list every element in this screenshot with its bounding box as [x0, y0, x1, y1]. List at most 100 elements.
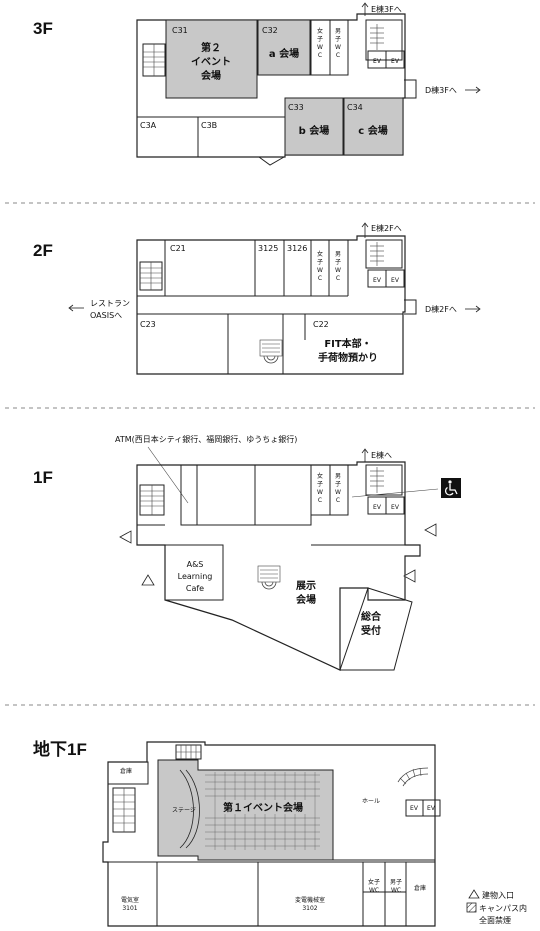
- legend-nosmoke: キャンパス内: [479, 903, 527, 913]
- stairs-right: [365, 239, 403, 269]
- arrow-left-label: OASISへ: [90, 311, 122, 320]
- floor-outline: [136, 235, 406, 375]
- floor-2f: 2F C21: [33, 222, 481, 375]
- floor-label-1f: 1F: [33, 468, 53, 487]
- svg-text:子: 子: [335, 481, 341, 488]
- svg-text:W: W: [317, 489, 323, 496]
- spiral-stairs-icon: [397, 767, 429, 787]
- stairs-icon: [140, 485, 164, 515]
- svg-text:男: 男: [335, 251, 341, 258]
- elevator-label: EV: [427, 805, 436, 812]
- elevator-label: EV: [410, 805, 419, 812]
- arrow-up-icon: [361, 2, 369, 16]
- elevator-label: EV: [391, 504, 400, 511]
- room-label: 会場: [296, 593, 316, 606]
- entrance-triangle-icon: [141, 574, 155, 586]
- svg-text:C: C: [336, 52, 340, 59]
- stairs-icon: [113, 788, 135, 832]
- entrance-notch: [258, 156, 285, 166]
- floor-3f: 3F C31 第２ イベント 会場 C32: [33, 2, 481, 166]
- svg-text:W: W: [335, 44, 341, 51]
- room-label: C32: [262, 26, 278, 35]
- svg-text:W: W: [335, 267, 341, 274]
- room-label: C34: [347, 103, 363, 112]
- stairs-icon: [140, 262, 162, 290]
- arrow-up-label: E棟へ: [371, 450, 392, 460]
- entrance-triangle-icon: [424, 523, 437, 537]
- elevator-label: EV: [373, 58, 382, 65]
- svg-text:C: C: [336, 275, 340, 282]
- arrow-left-label: レストラン: [90, 299, 130, 308]
- room-label: FIT本部・: [324, 337, 371, 350]
- room-label: C31: [172, 26, 188, 35]
- wc-men-label: 男 子 W C: [335, 28, 341, 59]
- room: [196, 464, 256, 526]
- stairs-icon: [176, 745, 201, 759]
- legend: 建物入口 キャンパス内 全面禁煙: [466, 889, 527, 925]
- room-reception: [339, 587, 413, 671]
- room-label: ホール: [362, 798, 380, 805]
- room-label: C33: [288, 103, 304, 112]
- room-label: ステージ: [172, 807, 196, 814]
- room-label: A&S: [187, 560, 204, 569]
- entrance-triangle-icon: [468, 889, 480, 899]
- corridor-link: [404, 79, 417, 99]
- room-label: 3125: [258, 244, 278, 253]
- spiral-stairs-icon: [259, 339, 283, 364]
- no-smoking-icon: [466, 902, 477, 913]
- room-label: 変電機械室: [295, 896, 325, 904]
- svg-text:女: 女: [317, 250, 323, 258]
- floor-label-3f: 3F: [33, 19, 53, 38]
- entrance-triangle-icon: [119, 530, 132, 544]
- room: [254, 464, 312, 526]
- label-backdrop: [218, 800, 308, 814]
- room-label: C23: [140, 320, 156, 329]
- wc-men-label: 男子: [390, 879, 402, 886]
- room-label: 電気室: [121, 896, 139, 904]
- elevator-label: EV: [373, 277, 382, 284]
- room-label: Cafe: [186, 584, 204, 593]
- arrow-up-icon: [361, 222, 369, 238]
- wc-women-label: 女子: [368, 878, 380, 886]
- room-label: 総合: [361, 610, 382, 623]
- svg-text:子: 子: [335, 259, 341, 266]
- arrow-right-icon: [465, 86, 481, 94]
- floor-1f: 1F ATM(西日本シティ銀行、福岡銀行、ゆうちょ銀行): [33, 434, 461, 671]
- elevator-label: EV: [373, 504, 382, 511]
- stage-curve: [179, 769, 194, 849]
- room-c34: [343, 97, 404, 156]
- entrance-triangle-icon: [403, 569, 416, 583]
- svg-text:W: W: [335, 489, 341, 496]
- svg-text:C: C: [318, 275, 322, 282]
- svg-text:子: 子: [335, 36, 341, 43]
- floor-label-2f: 2F: [33, 241, 53, 260]
- room-c33: [284, 97, 344, 156]
- arrow-up-label: E棟2Fへ: [371, 223, 402, 233]
- elevator-label: EV: [391, 277, 400, 284]
- svg-text:C: C: [318, 52, 322, 59]
- room-label: a 会場: [269, 47, 299, 60]
- room-c31: [165, 19, 258, 99]
- wc-women-label: 女 子 W C: [317, 472, 323, 504]
- room-c32: [257, 19, 311, 76]
- room-label: 倉庫: [414, 884, 426, 892]
- arrow-left-icon: [68, 304, 84, 312]
- wc-men-label: 男 子 W C: [335, 473, 341, 504]
- room-label: 手荷物預かり: [318, 351, 378, 364]
- arrow-up-icon: [361, 448, 369, 462]
- floor-b1: 地下1F: [33, 739, 441, 927]
- storage-room: [107, 761, 149, 785]
- wc-women-label: 女 子 W C: [317, 27, 323, 59]
- svg-text:女: 女: [317, 472, 323, 480]
- floor-label-b1: 地下1F: [33, 739, 87, 759]
- wc-women-label: 女 子 W C: [317, 250, 323, 282]
- arrow-right-label: D棟3Fへ: [425, 85, 457, 95]
- stairs-icon: [370, 467, 384, 493]
- accessible-pointer: [351, 488, 439, 498]
- spiral-stairs-icon: [257, 565, 281, 590]
- elevator: [422, 799, 441, 817]
- svg-text:W: W: [317, 44, 323, 51]
- atm-booth: [180, 464, 198, 526]
- room-label: 3126: [287, 244, 307, 253]
- elevator-label: EV: [391, 58, 400, 65]
